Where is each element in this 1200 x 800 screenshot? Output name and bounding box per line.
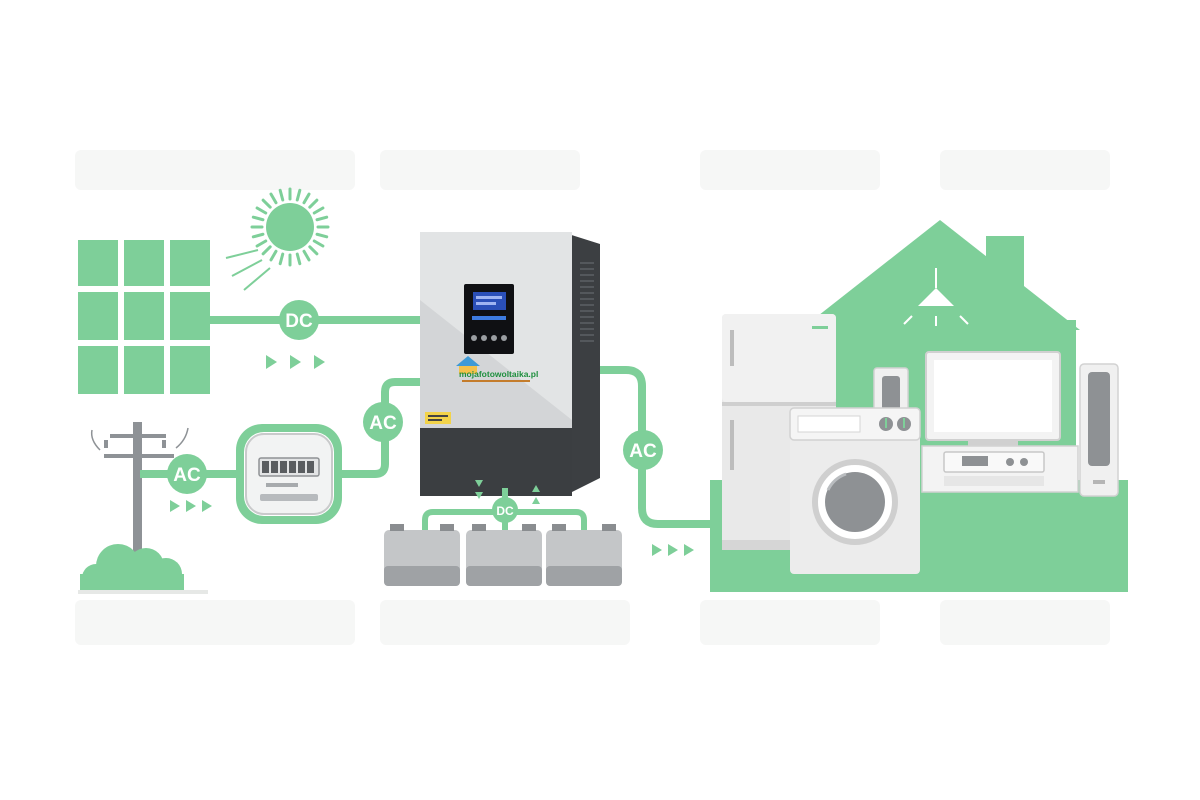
inverter-vent <box>580 310 594 312</box>
sun-ray <box>261 198 272 209</box>
sun-ray <box>312 206 325 215</box>
solar-cell <box>170 346 210 394</box>
television-icon <box>925 351 1061 446</box>
solar-cell <box>124 346 164 394</box>
battery-icon <box>546 524 622 586</box>
dc-label-battery: DC <box>496 504 514 518</box>
sun-icon <box>250 187 330 267</box>
washing-machine-icon <box>789 407 921 574</box>
meter-digit-window <box>271 461 278 473</box>
inverter-vent <box>580 292 594 294</box>
solar-cell <box>124 292 164 340</box>
inverter-vent <box>580 316 594 318</box>
ground-line <box>78 590 208 594</box>
ceiling-lamp-icon <box>903 268 969 326</box>
dc-badge-battery <box>492 497 518 523</box>
inverter-vent <box>580 322 594 324</box>
house-logo-icon <box>459 364 477 374</box>
flow-arrows-home <box>652 544 694 556</box>
hybrid-inverter: mojafotowoltaika.pl <box>420 232 600 496</box>
flow-arrows-grid <box>170 500 212 512</box>
solar-cell <box>78 292 118 340</box>
inverter-vent <box>580 340 594 342</box>
sun-ray <box>278 252 285 266</box>
inverter-vent <box>580 304 594 306</box>
sun-ray <box>295 252 302 266</box>
ac-badge-meter <box>363 402 403 442</box>
sun-ray <box>269 249 278 262</box>
sun-ray <box>251 232 265 239</box>
tv-cabinet-icon <box>921 445 1079 493</box>
meter-digit-window <box>262 461 269 473</box>
dc-badge-solar <box>279 300 319 340</box>
ac-label-home: AC <box>629 441 657 462</box>
inverter-lcd-screen <box>473 292 506 310</box>
battery-bank <box>384 524 622 586</box>
sun-ray <box>315 215 329 222</box>
meter-digit-window <box>307 461 314 473</box>
sun-ray <box>308 245 319 256</box>
inverter-button <box>501 335 507 341</box>
inverter-vent <box>580 298 594 300</box>
solar-cell <box>78 346 118 394</box>
speaker-right-icon <box>1079 363 1119 497</box>
flow-arrows-solar <box>266 355 325 369</box>
inverter-vent <box>580 262 594 264</box>
inverter-vent <box>580 268 594 270</box>
sun-ray <box>278 188 285 202</box>
sun-ray <box>255 206 268 215</box>
battery-icon <box>466 524 542 586</box>
sun-ray <box>302 249 311 262</box>
meter-digit-window <box>280 461 287 473</box>
sun-ray <box>312 239 325 248</box>
dc-label-solar: DC <box>285 311 313 332</box>
sun-ray <box>255 239 268 248</box>
inverter-brand-logo: mojafotowoltaika.pl <box>459 369 538 379</box>
dc-flow-arrows-battery <box>475 480 540 504</box>
energy-meter-icon <box>236 424 342 524</box>
inverter-button <box>471 335 477 341</box>
warning-sticker <box>425 412 451 424</box>
solar-cell <box>124 240 164 286</box>
sun-ray <box>315 232 329 239</box>
background-ghost-pattern <box>75 150 1110 645</box>
solar-panel-array <box>78 240 210 394</box>
inverter-vent <box>580 334 594 336</box>
ac-badge-grid <box>167 454 207 494</box>
sun-ray <box>261 245 272 256</box>
sun-ray <box>302 192 311 205</box>
inverter-button <box>491 335 497 341</box>
inverter-button <box>481 335 487 341</box>
ac-label-meter: AC <box>369 413 397 434</box>
inverter-vent <box>580 280 594 282</box>
solar-cell <box>78 240 118 286</box>
speaker-left-icon <box>873 367 909 419</box>
inverter-vent <box>580 286 594 288</box>
ac-badge-home <box>623 430 663 470</box>
utility-pole-icon <box>90 422 189 590</box>
sun-ray <box>251 215 265 222</box>
ac-label-grid: AC <box>173 465 201 486</box>
bush-icon <box>80 544 184 592</box>
battery-icon <box>384 524 460 586</box>
inverter-vent <box>580 328 594 330</box>
sun-ray <box>295 188 302 202</box>
solar-cell <box>170 292 210 340</box>
inverter-vent <box>580 274 594 276</box>
sun-ray <box>308 198 319 209</box>
meter-digit-window <box>298 461 305 473</box>
solar-cell <box>170 240 210 286</box>
sunlight-rays-icon <box>225 249 271 291</box>
sun-ray <box>269 192 278 205</box>
meter-digit-window <box>289 461 296 473</box>
